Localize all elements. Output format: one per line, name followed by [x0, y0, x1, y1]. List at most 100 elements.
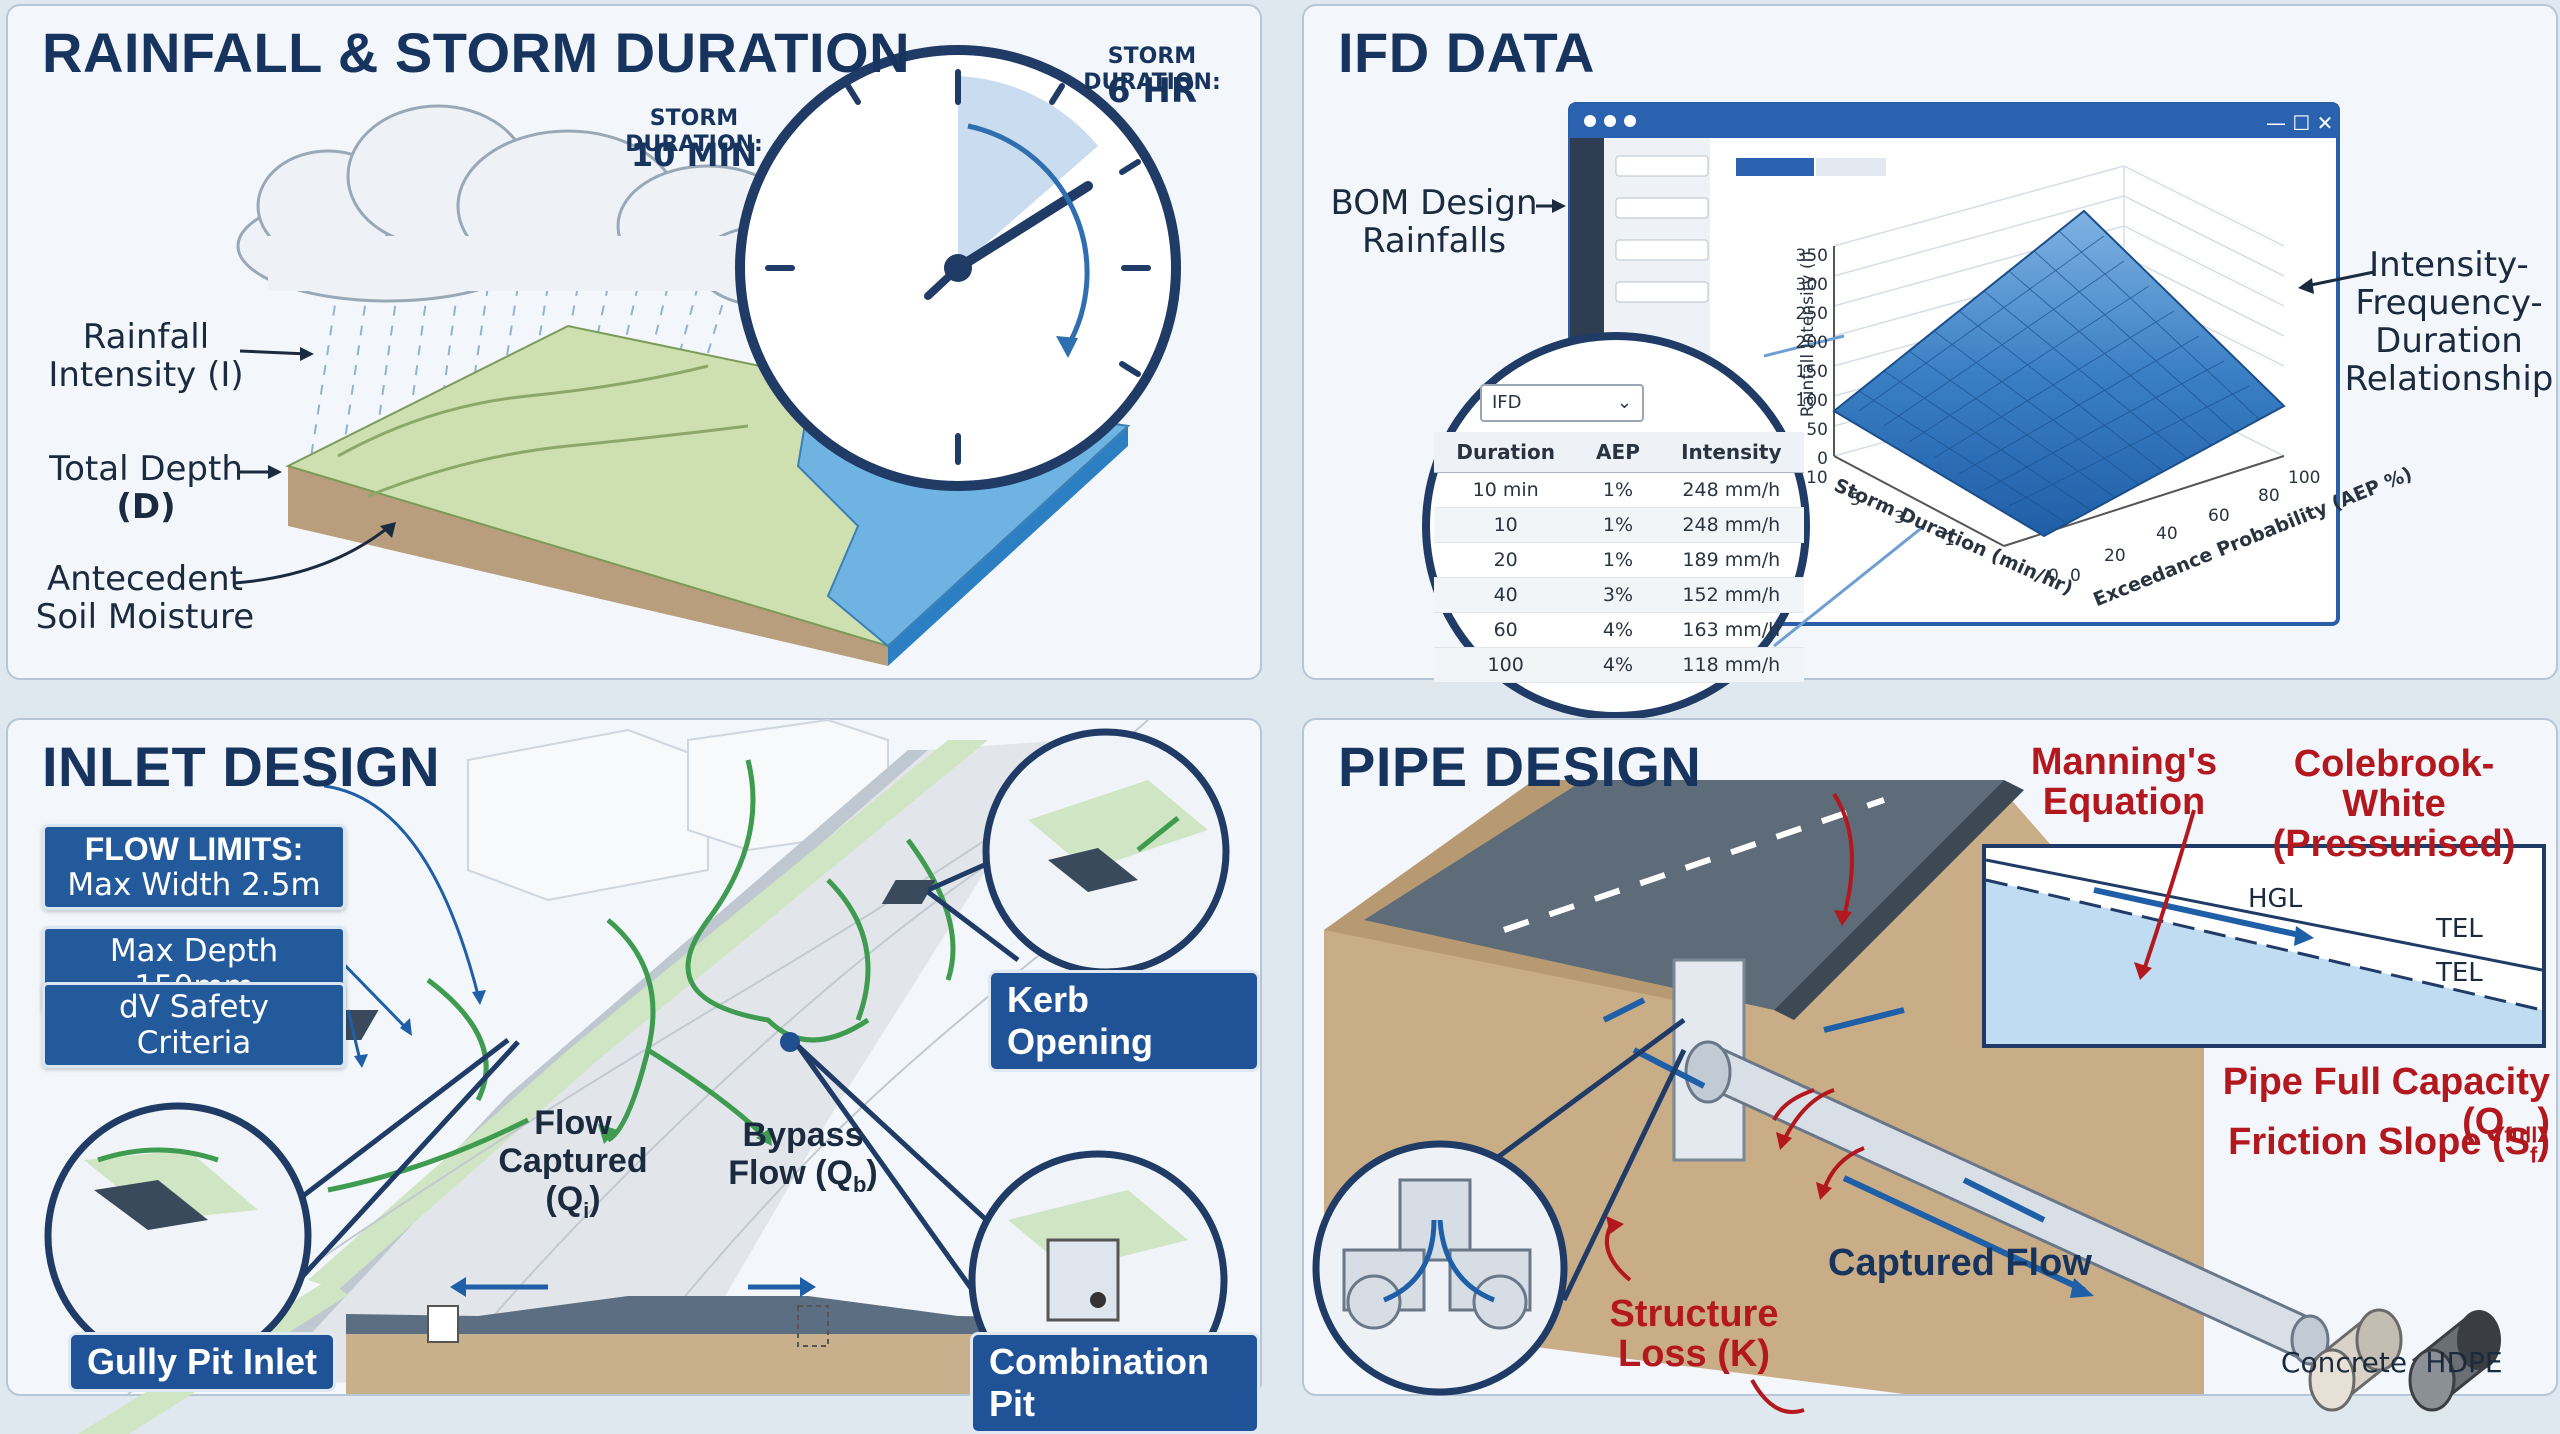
- rainfall-scene: [233, 45, 1181, 666]
- ifd-dropdown[interactable]: IFD ⌄: [1480, 384, 1644, 422]
- table-cell: 248 mm/h: [1658, 507, 1804, 543]
- panel-ifd-data: — ☐ ✕: [1302, 4, 2558, 720]
- table-cell: 100: [1434, 647, 1578, 683]
- storm-duration-long-caption: STORM DURATION:: [1083, 44, 1221, 95]
- panel-rainfall-storm-duration: RAINFALL & STORM DURATION STORM DURATION…: [6, 4, 1262, 680]
- chart-z-tick: 40: [2156, 524, 2178, 544]
- pipe-full-close: ): [2537, 1101, 2550, 1143]
- antecedent-soil-moisture-label: Antecedent Soil Moisture: [35, 559, 255, 637]
- captured-flow-label: Captured Flow: [1828, 1242, 2092, 1284]
- panel-title: RAINFALL & STORM DURATION: [42, 21, 911, 84]
- bypass-close: ): [866, 1154, 878, 1192]
- panel-pipe-design: PIPE DESIGN Manning's Equation Colebrook…: [1302, 718, 2558, 1414]
- table-cell: 1%: [1577, 542, 1659, 578]
- chart-x-tick: 3: [1894, 508, 1905, 528]
- table-header-row: Duration AEP Intensity: [1434, 432, 1804, 473]
- chart-x-tick: 10: [1806, 468, 1828, 488]
- table-cell: 10: [1434, 507, 1578, 543]
- tel-label-upper: TEL: [2436, 914, 2483, 944]
- table-cell: 4%: [1577, 612, 1659, 648]
- flow-captured-line-2: Captured: [498, 1142, 648, 1180]
- combination-pit-tag: Combination Pit: [970, 1332, 1260, 1434]
- friction-close: ): [2537, 1121, 2550, 1163]
- friction-text: Friction Slope (S: [2228, 1121, 2531, 1163]
- total-depth-label: Total Depth: [49, 449, 243, 489]
- rainfall-intensity-label: Rainfall Intensity (I): [48, 317, 244, 395]
- bom-design-rainfalls-label: BOM Design Rainfalls: [1330, 183, 1538, 261]
- pipe-scene: [1312, 780, 2546, 1414]
- panel-inlet-design: INLET DESIGN FLOW LIMITS: Max Width 2.5m…: [6, 718, 1262, 1434]
- chart-x-tick: 0: [2048, 566, 2059, 586]
- chart-y-tick: 350: [1795, 246, 1828, 266]
- table-header: Intensity: [1658, 432, 1804, 473]
- chart-x-tick: 1: [1944, 530, 1955, 550]
- flow-captured-line-1: Flow: [534, 1104, 612, 1142]
- flow-captured-sub: i: [583, 1197, 590, 1223]
- concrete-pipe-sample: [2308, 1308, 2403, 1412]
- structure-loss-zoom: [1312, 1140, 1568, 1396]
- structure-loss-label: Structure Loss (K): [1609, 1293, 1779, 1375]
- table-cell: 4%: [1577, 647, 1659, 683]
- table-cell: 189 mm/h: [1658, 542, 1804, 578]
- ifd-surface: [1832, 209, 2286, 538]
- chart-y-tick: 150: [1795, 362, 1828, 382]
- storm-duration-short-value: 10 MIN: [630, 136, 758, 174]
- table-cell: 163 mm/h: [1658, 612, 1804, 648]
- chart-z-tick: 60: [2208, 506, 2230, 526]
- infographic: RAINFALL & STORM DURATION STORM DURATION…: [6, 4, 2558, 1434]
- hgl-label: HGL: [2248, 884, 2303, 914]
- soil-front: [288, 466, 888, 666]
- chart-z-tick: 20: [2104, 546, 2126, 566]
- table-header: Duration: [1434, 432, 1578, 473]
- table-cell: 3%: [1577, 577, 1659, 613]
- friction-sub: f: [2530, 1142, 2538, 1168]
- chart-z-tick: 0: [2070, 566, 2081, 586]
- panel-title: IFD DATA: [1338, 21, 1595, 84]
- gully-pit-zoom: [44, 1102, 312, 1370]
- table-cell: 10 min: [1434, 472, 1578, 508]
- hdpe-label: HDPE: [2425, 1346, 2503, 1379]
- table-header: AEP: [1577, 432, 1659, 473]
- inlet-scene: [44, 718, 1230, 1434]
- flow-limits-width: Max Width 2.5m: [67, 867, 321, 903]
- chart-y-tick: 200: [1795, 333, 1828, 353]
- table-cell: 60: [1434, 612, 1578, 648]
- storm-duration-short-caption: STORM DURATION:: [625, 106, 763, 157]
- chart-x-tick: 5: [1850, 490, 1861, 510]
- chart-y-tick: 50: [1806, 420, 1828, 440]
- tel-label-lower: TEL: [2436, 958, 2483, 988]
- total-depth-symbol: (D): [116, 487, 176, 527]
- pipe-full-sub: full: [2504, 1122, 2538, 1148]
- pipe-road: [1364, 780, 2004, 1010]
- table-cell: 248 mm/h: [1658, 472, 1804, 508]
- chart-y-tick: 300: [1795, 275, 1828, 295]
- flow-limits-heading: FLOW LIMITS:: [84, 831, 304, 867]
- mannings-equation-label: Manning's Equation: [2030, 741, 2218, 823]
- friction-slope-label: Friction Slope (Sf): [2154, 1122, 2550, 1176]
- chart-y-tick: 100: [1795, 391, 1828, 411]
- table-cell: 1%: [1577, 472, 1659, 508]
- table-cell: 152 mm/h: [1658, 577, 1804, 613]
- chart-y-ticks: 350 300 250 200 150 100 50 0: [1784, 242, 1828, 474]
- concrete-label: Concrete: [2280, 1346, 2408, 1379]
- table-cell: 40: [1434, 577, 1578, 613]
- chart-z-tick: 100: [2288, 468, 2321, 488]
- flow-captured-symbol: (Qi): [478, 1180, 668, 1230]
- ifd-relationship-label: Intensity- Frequency- Duration Relations…: [2344, 245, 2554, 399]
- chart-y-tick: 0: [1817, 449, 1828, 469]
- chevron-down-icon: ⌄: [1616, 392, 1632, 413]
- storm-duration-long-value: 6 HR: [1106, 71, 1198, 111]
- ifd-dropdown-value: IFD: [1492, 392, 1522, 413]
- kerb-opening-tag: Kerb Opening: [988, 970, 1260, 1072]
- flow-captured-label: Flow Captured (Qi): [478, 1104, 668, 1230]
- table-cell: 118 mm/h: [1658, 647, 1804, 683]
- pipe-full-text: Pipe Full Capacity (Q: [2222, 1061, 2550, 1143]
- pipe-full-capacity-label: Pipe Full Capacity (Qfull): [2154, 1062, 2550, 1156]
- svg-text:— ☐ ✕: — ☐ ✕: [2266, 111, 2333, 135]
